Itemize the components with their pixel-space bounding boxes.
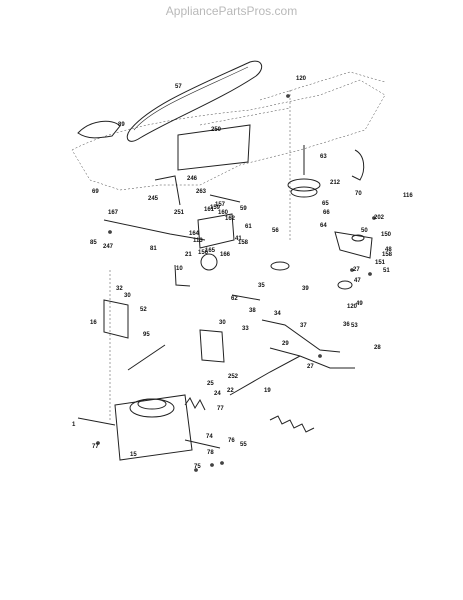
- callout-24: 24: [214, 391, 221, 397]
- callout-202: 202: [374, 215, 385, 221]
- callout-75: 75: [194, 464, 201, 470]
- callout-69: 69: [92, 189, 99, 195]
- callout-59: 59: [240, 206, 247, 212]
- callout-252: 252: [228, 374, 239, 380]
- callout-19: 19: [264, 388, 271, 394]
- callout-53: 53: [351, 323, 358, 329]
- callout-77: 77: [217, 406, 224, 412]
- callout-36: 36: [343, 322, 350, 328]
- callout-263: 263: [196, 189, 207, 195]
- springs: [184, 397, 315, 433]
- brackets-left: [103, 299, 225, 363]
- callout-150: 150: [381, 232, 392, 238]
- callout-1: 1: [72, 422, 76, 428]
- callout-151: 151: [375, 260, 386, 266]
- callout-251: 251: [174, 210, 185, 216]
- callout-38: 38: [249, 308, 256, 314]
- callout-63: 63: [320, 154, 327, 160]
- callout-51: 51: [383, 268, 390, 274]
- mounting-plate: [177, 124, 251, 171]
- callout-120: 120: [347, 304, 358, 310]
- callout-48: 48: [385, 247, 392, 253]
- callout-245: 245: [148, 196, 159, 202]
- callout-250: 250: [211, 127, 222, 133]
- shift-lever: [154, 175, 241, 206]
- frame-outline: [71, 71, 386, 191]
- callout-21: 21: [185, 252, 192, 258]
- belt-guard: [77, 120, 121, 139]
- idler-bracket: [270, 231, 373, 290]
- callout-89: 89: [118, 122, 125, 128]
- callout-27: 27: [353, 267, 360, 273]
- callout-113: 113: [193, 238, 203, 244]
- callout-35: 35: [258, 283, 265, 289]
- callout-15: 15: [130, 452, 137, 458]
- callout-32: 32: [116, 286, 123, 292]
- callout-161: 161: [204, 207, 215, 213]
- callout-158: 158: [238, 240, 249, 246]
- callout-10: 10: [176, 266, 183, 272]
- callout-37: 37: [300, 323, 307, 329]
- callout-49: 49: [356, 301, 363, 307]
- callout-77: 77: [92, 444, 99, 450]
- callout-157: 157: [215, 202, 226, 208]
- callout-159: 159: [210, 205, 221, 211]
- callout-41: 41: [235, 236, 242, 242]
- control-rods: [127, 294, 355, 396]
- callout-56: 56: [272, 228, 279, 234]
- callout-74: 74: [206, 434, 213, 440]
- callout-65: 65: [322, 201, 329, 207]
- callout-165: 165: [205, 248, 216, 254]
- transaxle: [77, 270, 221, 461]
- callout-30: 30: [124, 293, 131, 299]
- callout-156: 156: [198, 250, 209, 256]
- drive-belt: [126, 60, 263, 142]
- callout-81: 81: [150, 246, 157, 252]
- callout-34: 34: [274, 311, 281, 317]
- callout-16: 16: [90, 320, 97, 326]
- callout-247: 247: [103, 244, 114, 250]
- callout-160: 160: [218, 210, 229, 216]
- callout-66: 66: [323, 210, 330, 216]
- callout-70: 70: [355, 191, 362, 197]
- callout-164: 164: [189, 231, 200, 237]
- callout-78: 78: [207, 450, 214, 456]
- callout-61: 61: [245, 224, 252, 230]
- callout-166: 166: [220, 252, 231, 258]
- callout-39: 39: [302, 286, 309, 292]
- shift-bracket: [351, 149, 365, 181]
- callout-116: 116: [403, 193, 413, 199]
- brake-linkage: [103, 213, 235, 287]
- callout-162: 162: [225, 216, 236, 222]
- pulley-shaft: [287, 90, 321, 240]
- callout-28: 28: [374, 345, 381, 351]
- callout-212: 212: [330, 180, 341, 186]
- callout-85: 85: [90, 240, 97, 246]
- callout-52: 52: [140, 307, 147, 313]
- callout-76: 76: [228, 438, 235, 444]
- callout-158: 158: [382, 252, 393, 258]
- callout-25: 25: [207, 381, 214, 387]
- callout-55: 55: [240, 442, 247, 448]
- callout-22: 22: [227, 388, 234, 394]
- bolt-markers: [96, 94, 376, 472]
- callout-57: 57: [175, 84, 182, 90]
- callout-29: 29: [282, 341, 289, 347]
- callout-167: 167: [108, 210, 119, 216]
- callout-30: 30: [219, 320, 226, 326]
- callout-246: 246: [187, 176, 198, 182]
- callout-50: 50: [361, 228, 368, 234]
- watermark-text: AppliancePartsPros.com: [165, 4, 298, 18]
- callout-33: 33: [242, 326, 249, 332]
- callout-27: 27: [307, 364, 314, 370]
- callout-64: 64: [320, 223, 327, 229]
- callout-120: 120: [296, 76, 307, 82]
- callout-62: 62: [231, 296, 238, 302]
- callout-47: 47: [354, 278, 361, 284]
- callout-95: 95: [143, 332, 150, 338]
